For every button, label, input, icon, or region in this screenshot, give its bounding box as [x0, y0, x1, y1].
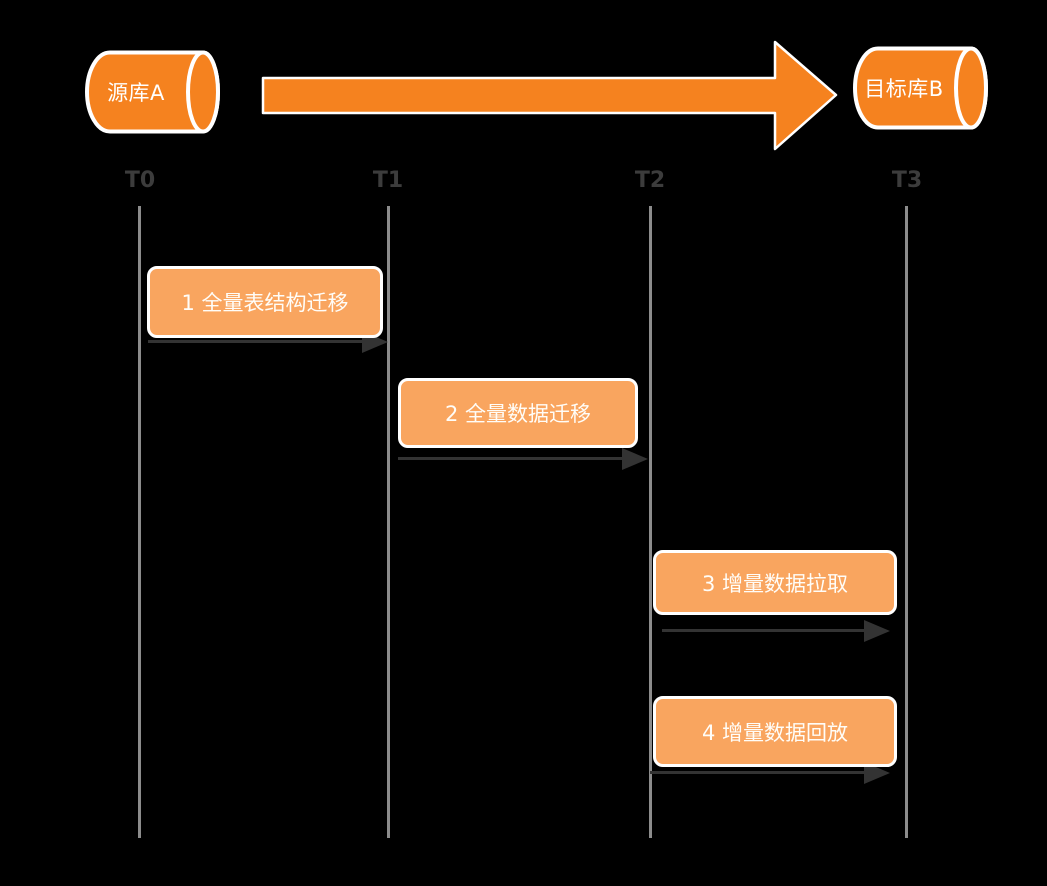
- database-cylinder-icon: [853, 46, 988, 130]
- migration-direction-arrow-icon: [261, 40, 838, 151]
- step-label-2: 2 全量数据迁移: [444, 402, 592, 426]
- step-box-4: 4 增量数据回放: [653, 696, 897, 767]
- step-box-1: 1 全量表结构迁移: [147, 266, 383, 338]
- arrow-head-icon: [622, 448, 648, 470]
- timeline-line-t0: [138, 206, 141, 838]
- timeline-label-t2: T2: [634, 168, 666, 193]
- timeline-line-t2: [649, 206, 652, 838]
- step-label-3: 3 增量数据拉取: [701, 571, 849, 596]
- step-label-1: 1 全量表结构迁移: [181, 291, 349, 315]
- step-label-4: 4 增量数据回放: [701, 720, 849, 745]
- arrow-head-icon: [864, 762, 890, 784]
- arrow-shaft: [398, 457, 624, 460]
- arrow-head-icon: [864, 620, 890, 642]
- source-database-label: 源库A: [107, 81, 165, 105]
- source-database: 源库A: [84, 50, 224, 134]
- arrow-shaft: [650, 771, 866, 774]
- target-database: 目标库B: [852, 46, 992, 130]
- arrow-shaft: [662, 629, 866, 632]
- step-box-2: 2 全量数据迁移: [398, 378, 638, 448]
- timeline-line-t1: [387, 206, 390, 838]
- timeline-label-t3: T3: [891, 168, 923, 193]
- timeline-label-t0: T0: [124, 168, 156, 193]
- timeline-label-t1: T1: [372, 168, 404, 193]
- arrow-shaft: [148, 340, 364, 343]
- step-box-3: 3 增量数据拉取: [653, 550, 897, 615]
- target-database-label: 目标库B: [864, 77, 944, 101]
- database-cylinder-icon: [85, 50, 220, 134]
- timeline-line-t3: [905, 206, 908, 838]
